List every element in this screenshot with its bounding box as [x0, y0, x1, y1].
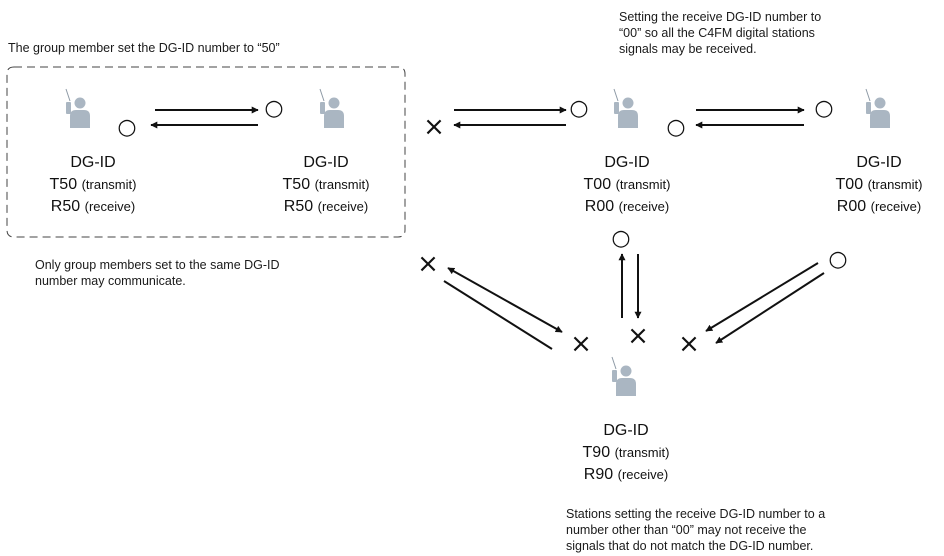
- receive-code: R00: [836, 198, 867, 215]
- rejected-mark: ×: [627, 321, 649, 351]
- accepted-mark: ○: [569, 96, 588, 121]
- person-with-radio-icon: [65, 88, 91, 129]
- station-label: DG-ID T00 (transmit) R00 (receive): [824, 152, 934, 218]
- receive-code: R00: [584, 198, 615, 215]
- receive-word: (receive): [870, 199, 922, 214]
- receive-code: R50: [283, 198, 314, 215]
- station-head: DG-ID: [70, 154, 116, 171]
- accepted-mark: ○: [611, 226, 630, 251]
- accepted-mark: ○: [117, 115, 136, 140]
- receive-word: (receive): [618, 199, 670, 214]
- station-head: DG-ID: [303, 154, 349, 171]
- rejected-mark: ×: [678, 329, 700, 359]
- station-label: DG-ID T50 (transmit) R50 (receive): [271, 152, 381, 218]
- receive-word: (receive): [617, 467, 669, 482]
- mismatch-note: Stations setting the receive DG-ID numbe…: [566, 507, 826, 553]
- station-label: DG-ID T00 (transmit) R00 (receive): [572, 152, 682, 218]
- transmit-word: (transmit): [314, 177, 370, 192]
- receive-code: R90: [583, 466, 614, 483]
- person-with-radio-icon: [613, 88, 639, 129]
- rejected-mark: ×: [423, 112, 445, 142]
- group-only-note: Only group members set to the same DG-ID…: [35, 258, 280, 288]
- transmit-code: T50: [49, 176, 78, 193]
- person-with-radio-icon: [319, 88, 345, 129]
- signal-arrow: [443, 280, 553, 350]
- transmit-code: T50: [282, 176, 311, 193]
- transmit-code: T90: [582, 444, 611, 461]
- transmit-word: (transmit): [614, 445, 670, 460]
- accepted-mark: ○: [828, 247, 847, 272]
- group-boundary: [6, 66, 406, 238]
- station-head: DG-ID: [604, 154, 650, 171]
- station-head: DG-ID: [603, 422, 649, 439]
- rejected-mark: ×: [570, 329, 592, 359]
- accepted-mark: ○: [264, 96, 283, 121]
- transmit-word: (transmit): [867, 177, 923, 192]
- receive-all-note: Setting the receive DG-ID number to “00”…: [619, 10, 822, 56]
- station-label: DG-ID T90 (transmit) R90 (receive): [571, 420, 681, 486]
- transmit-word: (transmit): [615, 177, 671, 192]
- person-with-radio-icon: [865, 88, 891, 129]
- transmit-code: T00: [583, 176, 612, 193]
- signal-arrow: [447, 267, 563, 333]
- receive-word: (receive): [317, 199, 369, 214]
- group-setting-note: The group member set the DG-ID number to…: [8, 41, 280, 55]
- transmit-code: T00: [835, 176, 864, 193]
- signal-arrow: [715, 272, 825, 344]
- station-label: DG-ID T50 (transmit) R50 (receive): [38, 152, 148, 218]
- signal-arrow: [705, 262, 819, 332]
- station-head: DG-ID: [856, 154, 902, 171]
- accepted-mark: ○: [666, 115, 685, 140]
- transmit-word: (transmit): [81, 177, 137, 192]
- receive-word: (receive): [84, 199, 136, 214]
- rejected-mark: ×: [417, 249, 439, 279]
- accepted-mark: ○: [814, 96, 833, 121]
- person-with-radio-icon: [611, 356, 637, 397]
- receive-code: R50: [50, 198, 81, 215]
